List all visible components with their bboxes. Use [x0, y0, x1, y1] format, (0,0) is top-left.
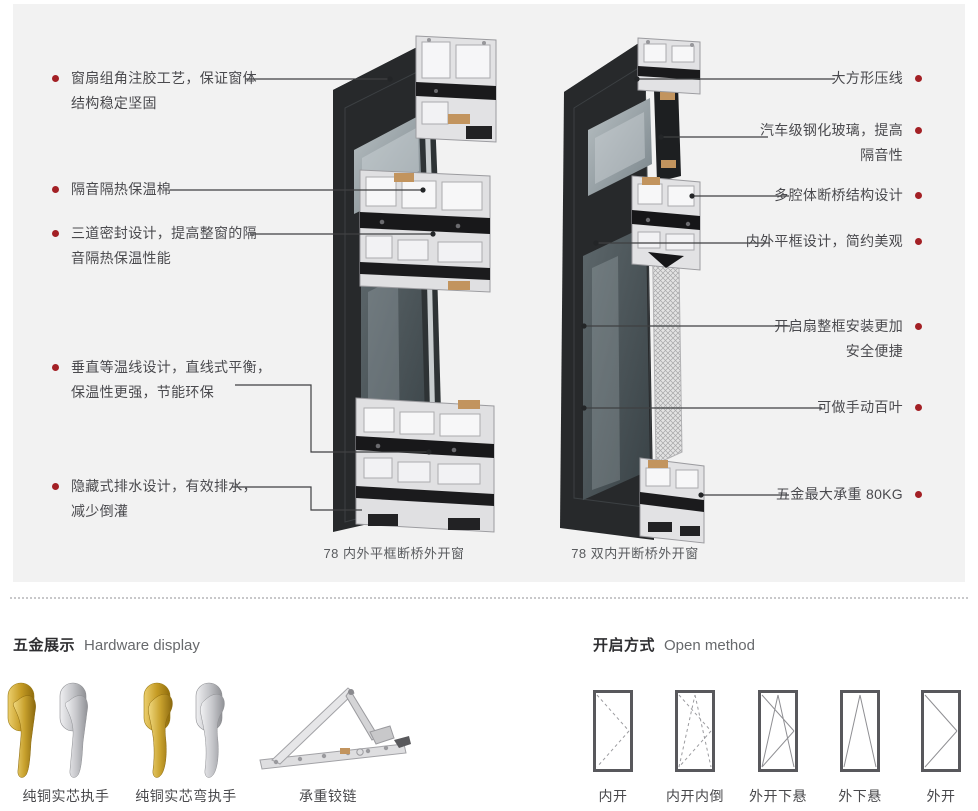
bullet-dot [52, 75, 59, 82]
hardware-item-label: 纯铜实芯执手 [22, 788, 110, 804]
open-method-section-title: 开启方式 Open method [593, 634, 755, 655]
callout-multi-cavity: 多腔体断桥结构设计 [774, 183, 922, 208]
callout-triple-seal: 三道密封设计，提高整窗的隔 音隔热保温性能 [52, 221, 257, 271]
caption-window-right: 78 双内开断桥外开窗 [571, 546, 699, 561]
callout-text: 三道密封设计，提高整窗的隔 音隔热保温性能 [71, 225, 257, 266]
bullet-dot [915, 75, 922, 82]
open-diagram-inward [593, 690, 633, 772]
open-method-label: 内开内倒 [666, 788, 724, 804]
open-method-title-en: Open method [664, 637, 755, 654]
callout-text: 内外平框设计，简约美观 [745, 233, 903, 249]
callout-hidden-drainage: 隐藏式排水设计，有效排水， 减少倒灌 [52, 474, 257, 524]
window-cutaway-right [560, 37, 705, 544]
callout-hardware-load: 五金最大承重 80KG [776, 482, 922, 507]
callout-text: 汽车级钢化玻璃，提高 隔音性 [760, 122, 903, 163]
hardware-section-title: 五金展示 Hardware display [13, 634, 200, 655]
callout-sash-install: 开启扇整框安装更加 安全便捷 [774, 314, 922, 364]
hardware-item-label: 承重铰链 [299, 788, 357, 804]
bullet-dot [915, 127, 922, 134]
hinge-image [259, 687, 411, 770]
bullet-dot [915, 404, 922, 411]
bullet-dot [915, 238, 922, 245]
callout-insulation-cotton: 隔音隔热保温棉 [52, 177, 171, 202]
open-diagram-outward [921, 690, 961, 772]
callout-corner-glue: 窗扇组角注胶工艺，保证窗体 结构稳定坚固 [52, 66, 257, 116]
bullet-dot [52, 483, 59, 490]
handle-curved-image [143, 682, 225, 778]
bullet-dot [915, 192, 922, 199]
callout-text: 大方形压线 [831, 70, 903, 86]
callout-flush-frame: 内外平框设计，简约美观 [746, 229, 922, 254]
hardware-item-label: 纯铜实芯弯执手 [135, 788, 237, 804]
callout-tempered-glass: 汽车级钢化玻璃，提高 隔音性 [760, 118, 922, 168]
bullet-dot [915, 323, 922, 330]
callout-manual-louver: 可做手动百叶 [817, 395, 922, 420]
callout-text: 多腔体断桥结构设计 [774, 187, 903, 203]
callout-text: 窗扇组角注胶工艺，保证窗体 结构稳定坚固 [71, 70, 257, 111]
handle-straight-image [7, 682, 88, 778]
bullet-dot [915, 491, 922, 498]
open-diagram-outward-bottom-hung [758, 690, 798, 772]
dotted-divider [10, 597, 968, 599]
open-method-title-zh: 开启方式 [593, 637, 656, 654]
callout-isotherm-design: 垂直等温线设计，直线式平衡， 保温性更强，节能环保 [52, 355, 271, 405]
open-diagram-tilt-turn [675, 690, 715, 772]
caption-window-left: 78 内外平框断桥外开窗 [323, 546, 465, 561]
open-method-label: 内开 [598, 788, 628, 804]
hardware-title-zh: 五金展示 [13, 637, 76, 654]
open-diagram-top-hung [840, 690, 880, 772]
open-method-label: 外开 [926, 788, 956, 804]
callout-square-bead: 大方形压线 [831, 66, 922, 91]
callout-text: 开启扇整框安装更加 安全便捷 [774, 318, 903, 359]
callout-text: 可做手动百叶 [817, 399, 903, 415]
open-method-label: 外下悬 [838, 788, 882, 804]
bullet-dot [52, 186, 59, 193]
bullet-dot [52, 230, 59, 237]
window-cutaway-left [333, 35, 497, 533]
callout-text: 隔音隔热保温棉 [71, 181, 172, 197]
callout-text: 垂直等温线设计，直线式平衡， 保温性更强，节能环保 [71, 359, 272, 400]
open-method-label: 外开下悬 [749, 788, 807, 804]
hardware-title-en: Hardware display [84, 637, 200, 654]
callout-text: 五金最大承重 80KG [776, 486, 903, 502]
bullet-dot [52, 364, 59, 371]
callout-text: 隐藏式排水设计，有效排水， 减少倒灌 [71, 478, 257, 519]
